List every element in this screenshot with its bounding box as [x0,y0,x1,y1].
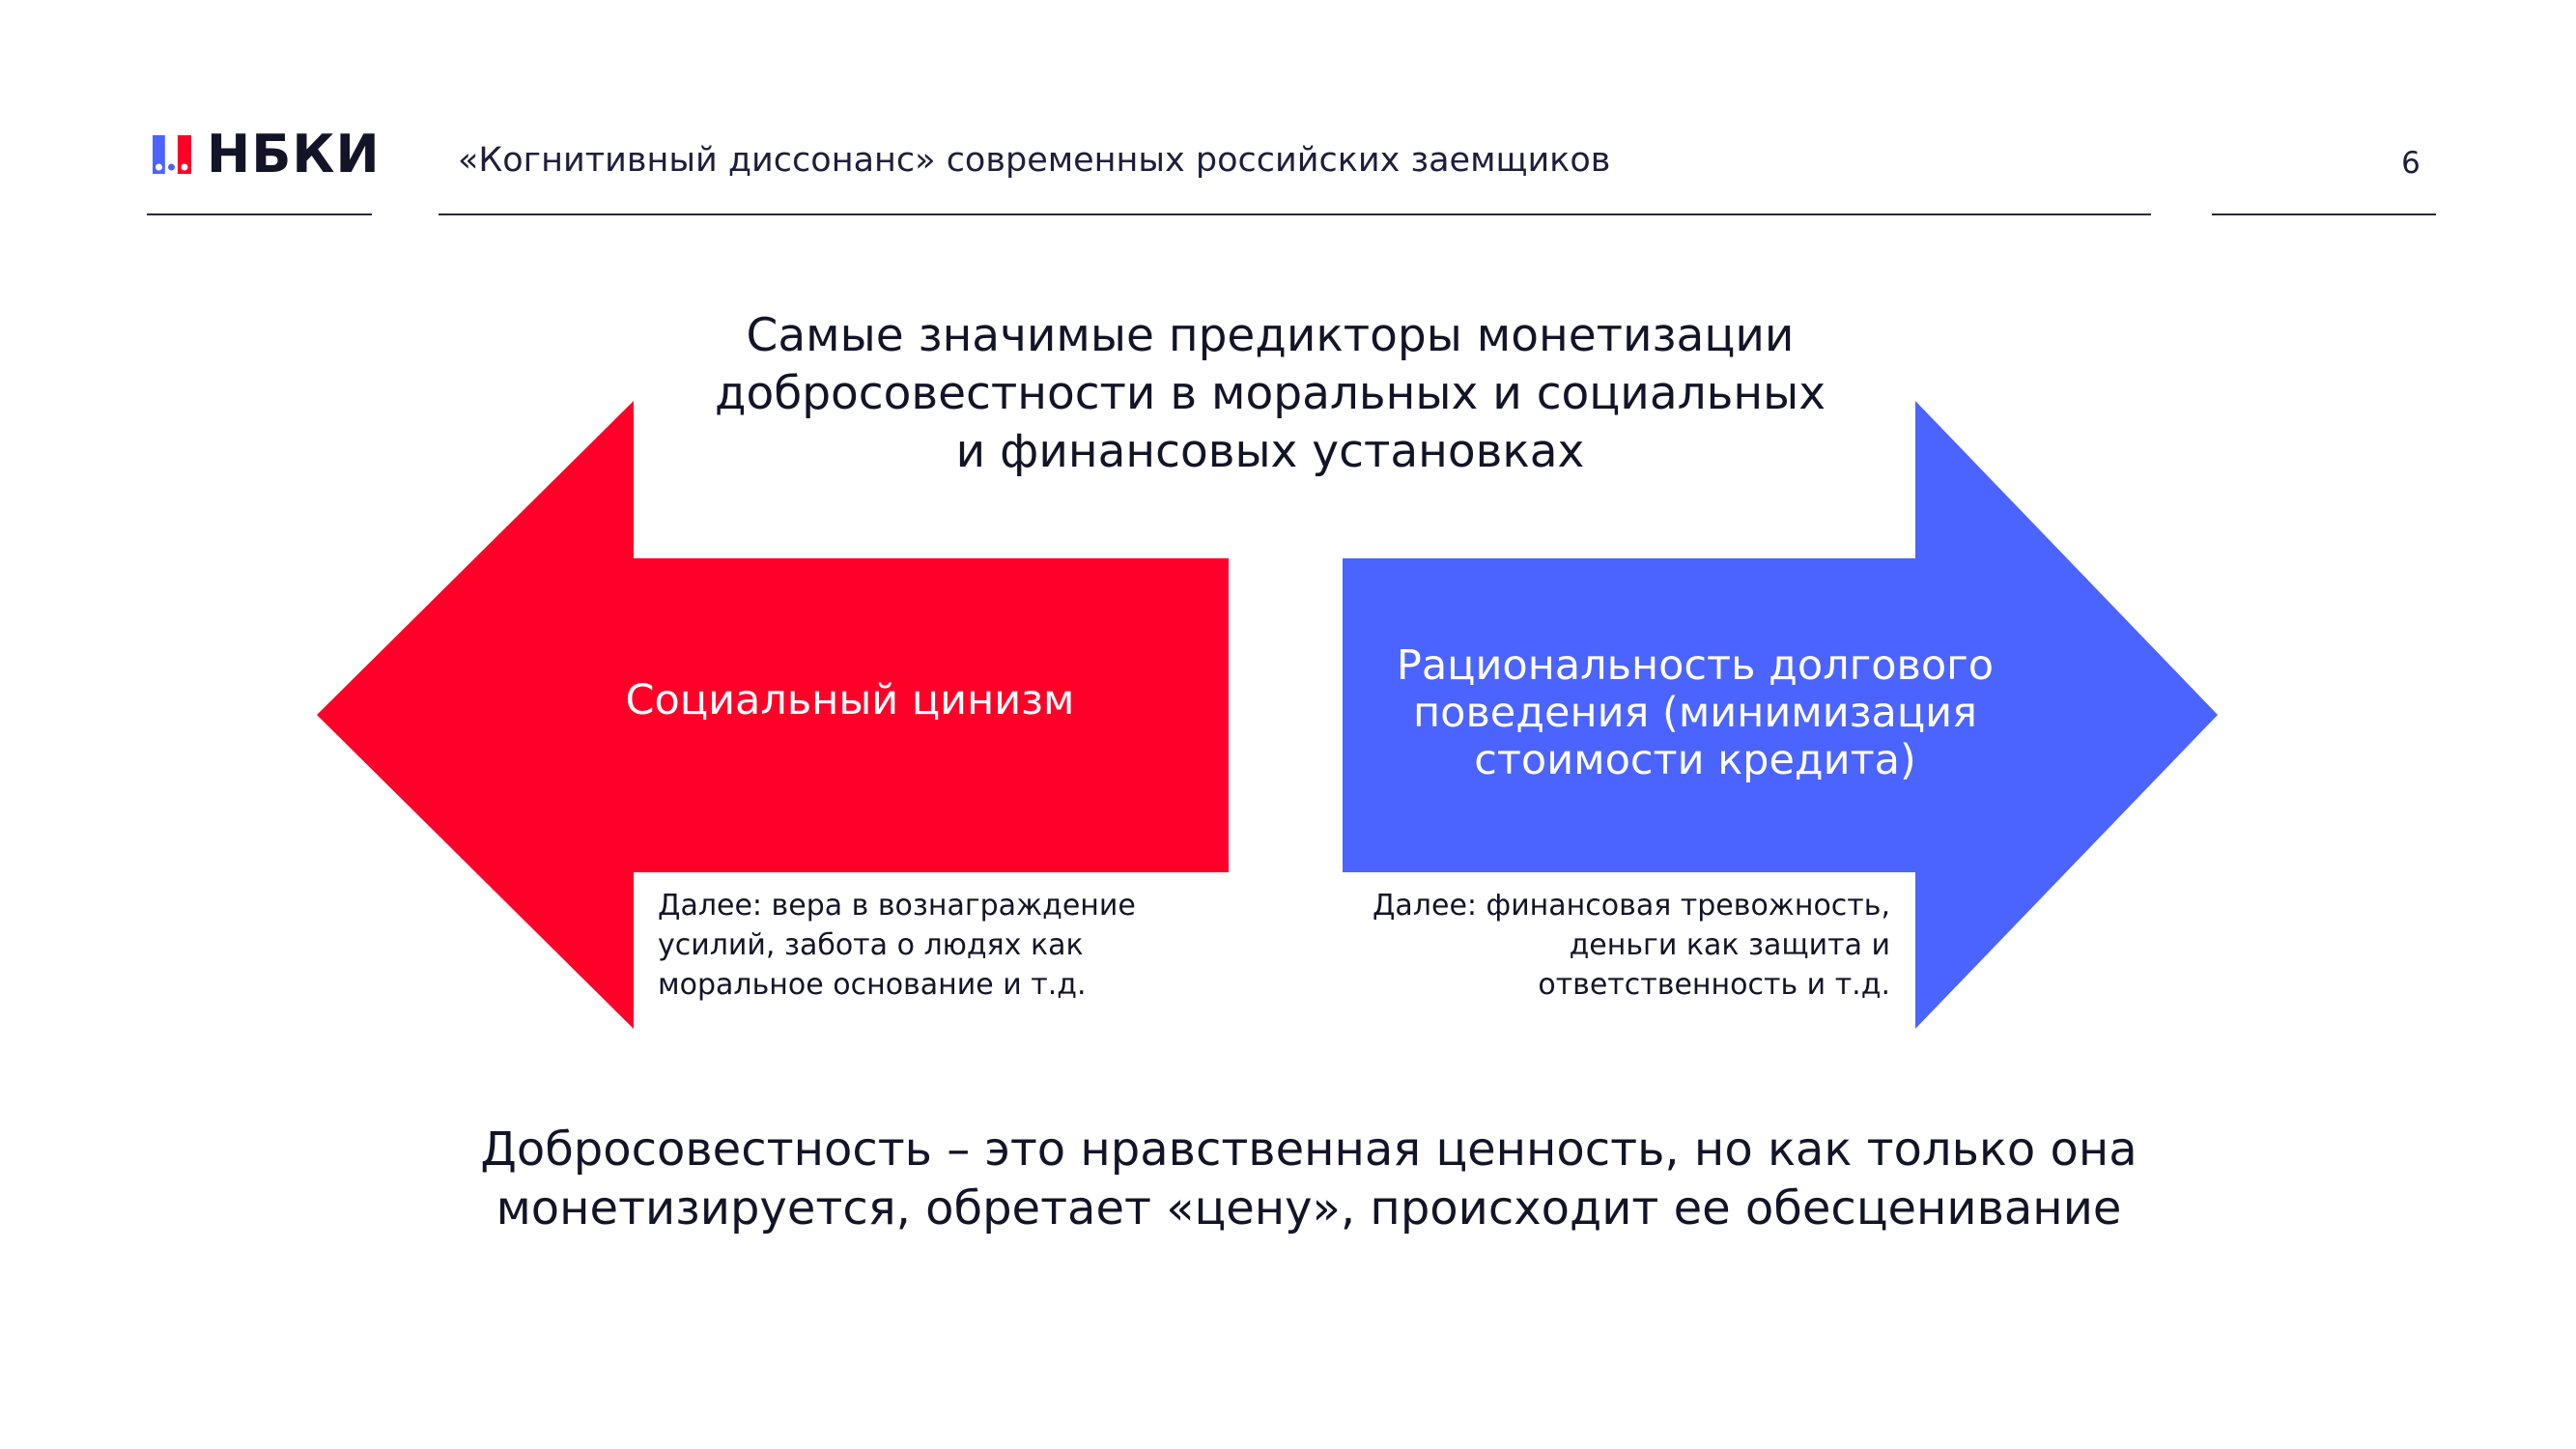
left-note-line: Далее: вера в вознаграждение [658,889,1136,923]
right-arrow-label-line: поведения (минимизация [1413,689,1977,737]
logo-dot-1 [156,163,162,171]
left-note-line: усилий, забота о людях как [658,928,1084,962]
left-note-line: моральное основание и т.д. [658,968,1087,1002]
page-number: 6 [2401,146,2420,181]
diagram-title: Самые значимые предикторы монетизации до… [637,307,1903,481]
logo-dot-3 [181,163,188,171]
right-note-line: ответственность и т.д. [1538,968,1890,1002]
right-note-line: деньги как защита и [1569,928,1890,962]
header-rule-right [2212,213,2436,215]
logo-blue-bar [153,135,165,174]
logo-red-bar [178,135,191,174]
right-arrow [1343,401,2218,1029]
right-note-box [1320,872,1915,1029]
presentation-title: «Когнитивный диссонанс» современных росс… [458,141,1611,180]
right-note-line: Далее: финансовая тревожность, [1372,889,1890,923]
left-note-box [634,872,1230,1029]
left-arrow [317,401,1229,1029]
logo: НБКИ [153,126,381,184]
diagram-title-line: Самые значимые предикторы монетизации [746,309,1795,362]
conclusion-line: монетизируется, обретает «цену», происхо… [495,1181,2122,1236]
logo-dot-2 [168,163,175,171]
left-arrow-note: Далее: вера в вознаграждение усилий, заб… [658,886,1199,1005]
logo-text: НБКИ [207,124,381,185]
diagram-title-line: и финансовых установках [955,425,1585,478]
conclusion-text: Добросовестность – это нравственная ценн… [425,1121,2193,1238]
left-arrow-label: Социальный цинизм [625,676,1075,724]
nbki-logo-icon [153,135,191,174]
diagram-title-line: добросовестности в моральных и социальны… [714,367,1826,420]
header-rule-left [147,213,372,215]
right-arrow-note: Далее: финансовая тревожность, деньги ка… [1314,886,1890,1005]
conclusion-line: Добросовестность – это нравственная ценн… [480,1122,2137,1177]
right-arrow-label-line: Рациональность долгового [1396,641,1995,690]
header-rule-center [439,213,2151,215]
right-arrow-label-line: стоимости кредита) [1474,736,1916,784]
right-arrow-label: Рациональность долгового поведения (мини… [1381,642,2009,784]
